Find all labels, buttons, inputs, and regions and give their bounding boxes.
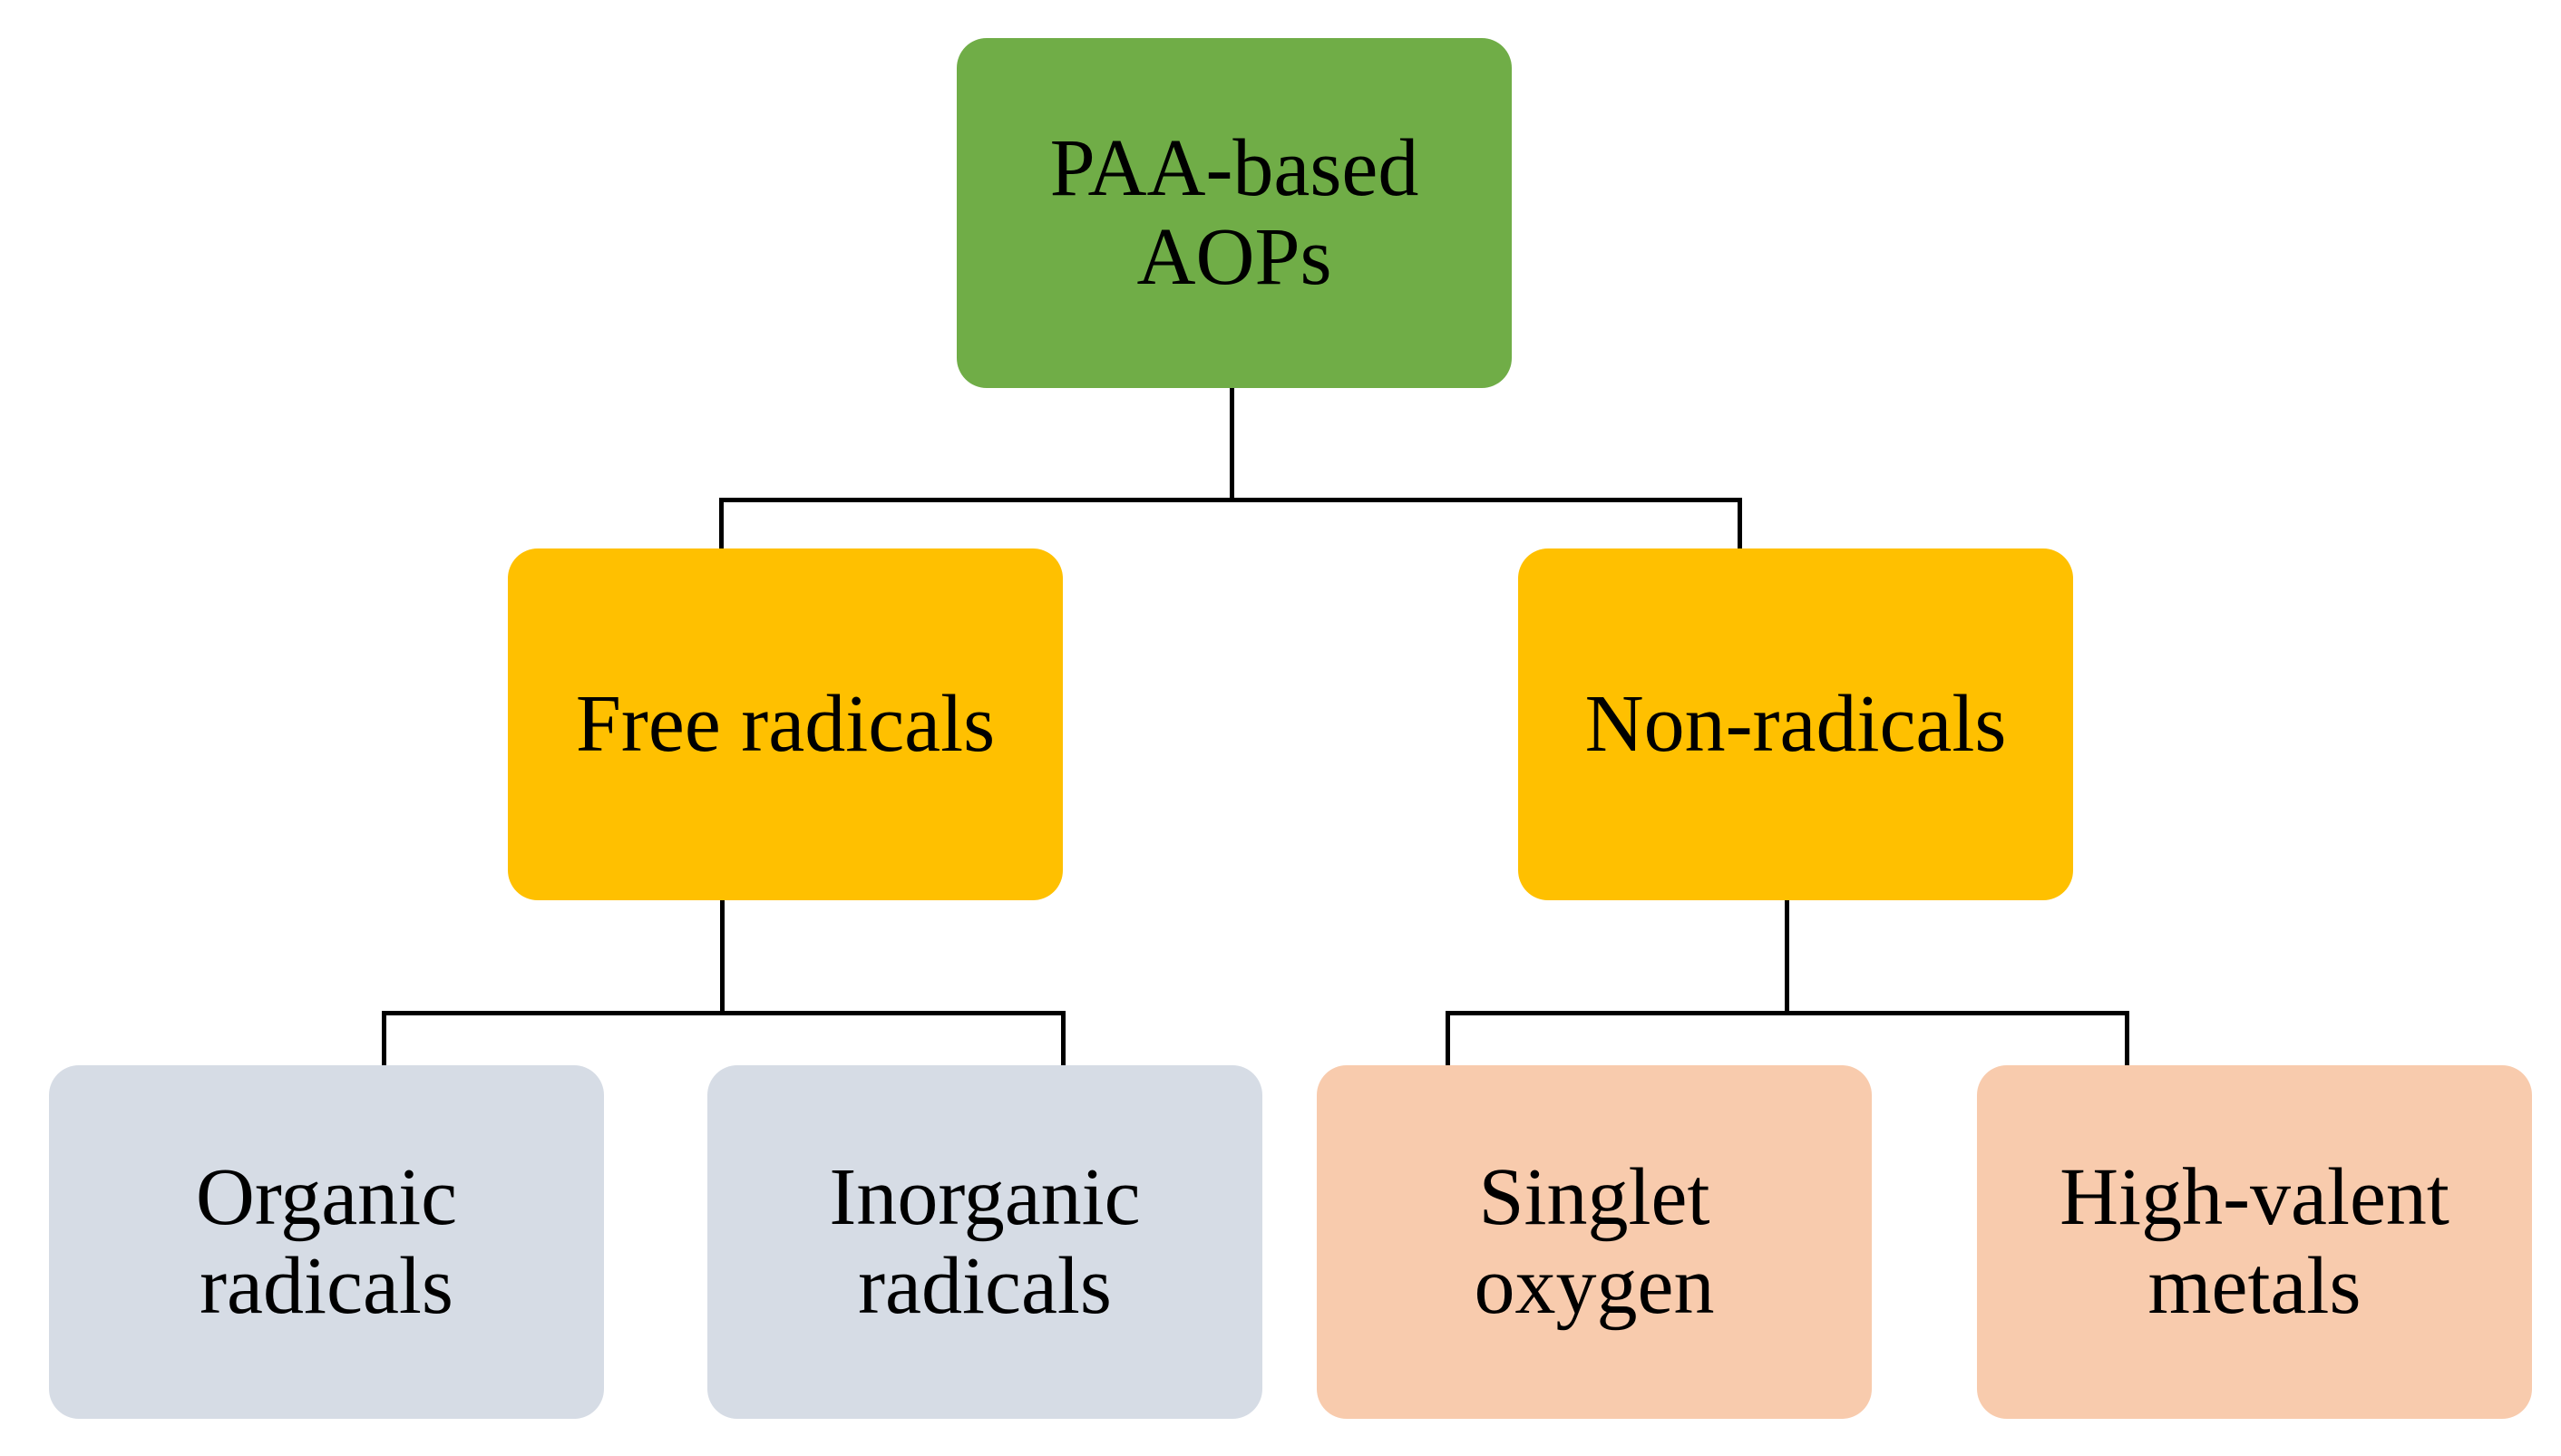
node-organic-radicals: Organic radicals: [49, 1065, 604, 1419]
connector-free-radicals-trunk: [720, 900, 725, 1015]
connector-right-children-bar: [1446, 1011, 2129, 1015]
node-free-radicals: Free radicals: [508, 548, 1063, 900]
node-singlet-oxygen-label: Singlet oxygen: [1474, 1152, 1715, 1331]
connector-drop-singlet: [1446, 1011, 1450, 1067]
connector-drop-free-radicals: [719, 498, 724, 550]
node-inorganic-radicals: Inorganic radicals: [707, 1065, 1262, 1419]
node-inorganic-radicals-label: Inorganic radicals: [829, 1152, 1141, 1331]
node-singlet-oxygen: Singlet oxygen: [1317, 1065, 1872, 1419]
node-high-valent-metals: High-valent metals: [1977, 1065, 2532, 1419]
connector-root-trunk: [1230, 388, 1234, 502]
connector-drop-inorganic: [1061, 1011, 1066, 1067]
connector-left-children-bar: [382, 1011, 1066, 1015]
connector-level1-bar: [719, 498, 1742, 502]
node-paa-based-aops-label: PAA-based AOPs: [1049, 123, 1419, 302]
connector-drop-high-valent: [2125, 1011, 2129, 1067]
node-non-radicals-label: Non-radicals: [1584, 679, 2007, 769]
node-high-valent-metals-label: High-valent metals: [2060, 1152, 2449, 1331]
connector-drop-non-radicals: [1738, 498, 1742, 550]
node-organic-radicals-label: Organic radicals: [195, 1152, 458, 1331]
node-paa-based-aops: PAA-based AOPs: [957, 38, 1512, 388]
connector-drop-organic: [382, 1011, 386, 1067]
node-non-radicals: Non-radicals: [1518, 548, 2073, 900]
connector-non-radicals-trunk: [1785, 900, 1789, 1015]
node-free-radicals-label: Free radicals: [575, 679, 996, 769]
